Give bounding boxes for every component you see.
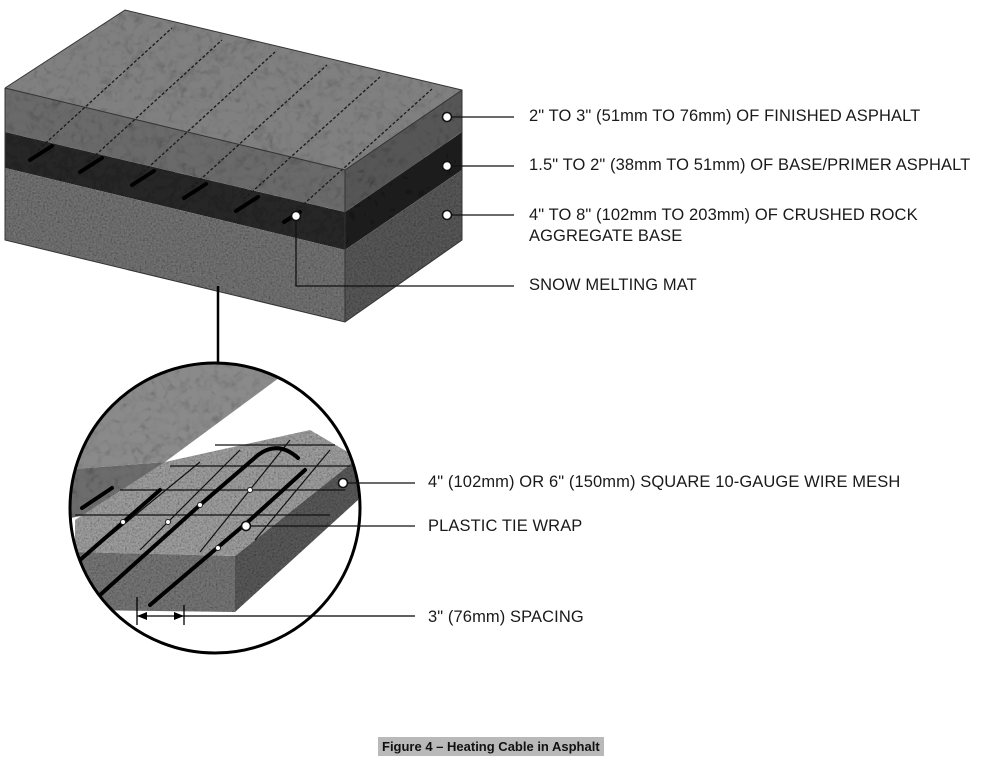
upper-leader-dots [290, 111, 453, 222]
wire-mesh-dot [337, 477, 349, 489]
zoom-slab-side [235, 458, 358, 612]
finished-asphalt-dot [441, 111, 453, 123]
snow-mat-label: SNOW MELTING MAT [529, 276, 697, 294]
heating-cable-stubs [28, 144, 302, 224]
figure-caption: Figure 4 – Heating Cable in Asphalt [378, 737, 604, 756]
wire-mesh-label: 4" (102mm) OR 6" (150mm) SQUARE 10-GAUGE… [428, 473, 901, 491]
crushed-rock-label-line2: AGGREGATE BASE [529, 227, 683, 245]
base-asphalt-label: 1.5" TO 2" (38mm TO 51mm) OF BASE/PRIMER… [529, 156, 971, 174]
base-asphalt-right [345, 132, 462, 250]
zoom-circle-outline [68, 361, 362, 655]
finished-asphalt-left [5, 88, 345, 212]
crushed-rock-label-line1: 4" TO 8" (102mm TO 203mm) OF CRUSHED ROC… [529, 206, 918, 224]
base-asphalt-dot [441, 160, 453, 172]
lower-leader-dots [240, 477, 349, 532]
lower-leaders [246, 482, 415, 527]
upper-leaders [295, 116, 514, 287]
zoom-detail [70, 363, 360, 653]
finished-asphalt-label: 2" TO 3" (51mm TO 76mm) OF FINISHED ASPH… [529, 107, 921, 125]
heating-cables-top [37, 27, 433, 212]
crushed-rock-dot [441, 209, 453, 221]
pavement-block [4, 9, 463, 323]
snow-mat-dot [290, 210, 302, 222]
crushed-rock-left [5, 168, 345, 322]
finished-asphalt-right [345, 90, 462, 212]
crushed-rock-right [345, 170, 462, 322]
tie-wraps [120, 487, 253, 551]
spacing-label: 3" (76mm) SPACING [428, 608, 584, 626]
spacing-arrow-right [174, 612, 184, 620]
tie-wrap-dot [240, 520, 252, 532]
base-asphalt-left [5, 132, 345, 250]
spacing-arrow-left [137, 612, 147, 620]
tie-wrap-label: PLASTIC TIE WRAP [428, 517, 583, 535]
zoom-cables [78, 446, 307, 607]
